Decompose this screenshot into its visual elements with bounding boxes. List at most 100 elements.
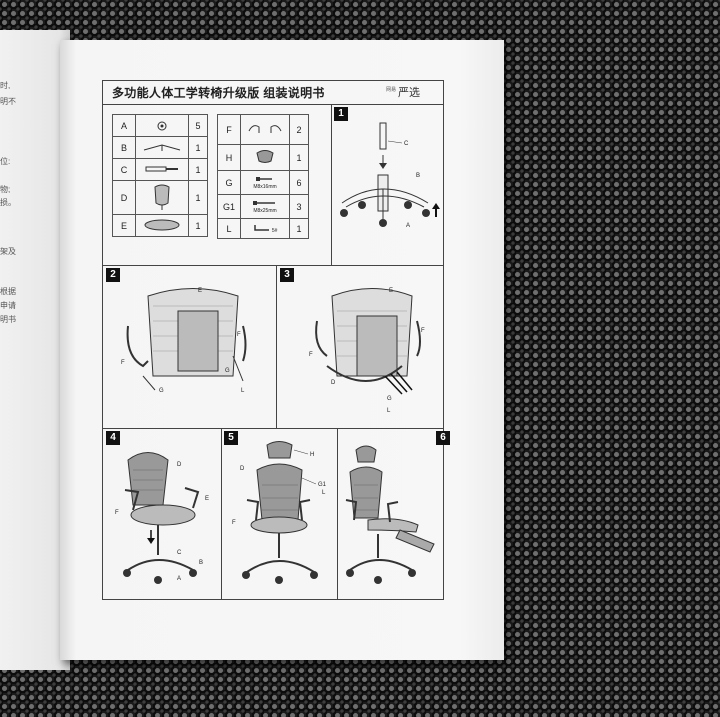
left-page-text: 损。: [0, 198, 16, 207]
divider: [102, 265, 444, 266]
part-qty: 1: [188, 214, 208, 237]
left-page-text: 物;: [0, 185, 11, 194]
label-a: A: [406, 223, 410, 229]
label-e: E: [205, 496, 209, 502]
backrest-icon: [154, 184, 170, 210]
part-bolt-long: M8x25mm: [240, 194, 290, 219]
step-badge-2: 2: [106, 268, 120, 282]
label-l: L: [241, 388, 245, 394]
divider: [276, 265, 277, 428]
part-qty: 5: [188, 114, 208, 137]
part-bolt-short: M8x16mm: [240, 170, 290, 195]
part-code: G1: [217, 194, 241, 219]
left-page-text: 明书: [0, 315, 16, 324]
chair-base-icon: [143, 143, 181, 151]
caster-icon: [157, 121, 167, 130]
part-allen-key: 5#: [240, 218, 290, 239]
part-code: H: [217, 144, 241, 171]
allen-key-icon: [253, 224, 269, 231]
divider: [102, 428, 444, 429]
part-code: D: [112, 180, 136, 215]
bolt-icon: [253, 200, 275, 205]
step5-illustration: H D G1 L F: [232, 441, 327, 584]
step4-illustration: D E F C B A: [115, 452, 209, 584]
part-code: L: [217, 218, 241, 239]
table-row: L 5# 1: [217, 218, 309, 239]
step3-illustration: E F F D G L: [309, 288, 425, 414]
part-code: B: [112, 136, 136, 159]
left-page-text: 申请: [0, 301, 16, 310]
step6-illustration: [345, 445, 435, 584]
label-l: L: [322, 490, 326, 496]
bolt-spec: M8x25mm: [253, 207, 277, 214]
left-page: 时, 明不 位: 物; 损。 架及 根据 申请 明书: [0, 30, 70, 670]
left-page-text: 架及: [0, 247, 16, 256]
part-qty: 1: [289, 218, 309, 239]
part-code: C: [112, 158, 136, 181]
bolt-icon: [256, 176, 272, 181]
label-e: E: [198, 288, 202, 294]
label-d: D: [177, 462, 182, 468]
part-qty: 6: [289, 170, 309, 195]
divider: [221, 428, 222, 600]
step-badge-5: 5: [224, 431, 238, 445]
part-caster: [135, 114, 189, 137]
label-b: B: [416, 173, 420, 179]
label-f: F: [237, 332, 241, 338]
bolt-spec: M8x16mm: [253, 183, 277, 190]
step-badge-1: 1: [334, 107, 348, 121]
part-backrest: [135, 180, 189, 215]
divider: [337, 428, 338, 600]
part-code: A: [112, 114, 136, 137]
part-qty: 2: [289, 114, 309, 145]
part-seat: [135, 214, 189, 237]
manual-frame: [102, 80, 444, 600]
label-e: E: [389, 288, 393, 294]
armrest-icon: [248, 124, 282, 133]
left-page-text: 明不: [0, 97, 16, 106]
divider: [102, 104, 444, 105]
brand-subtitle: 网易: [386, 87, 397, 93]
label-f: F: [121, 360, 125, 366]
step-badge-3: 3: [280, 268, 294, 282]
step1-illustration: C B A: [340, 122, 440, 229]
left-page-text: 位:: [0, 157, 11, 166]
divider: [331, 104, 332, 265]
label-d: D: [331, 380, 336, 386]
part-code: E: [112, 214, 136, 237]
label-f: F: [421, 328, 425, 334]
label-a: A: [177, 576, 181, 582]
part-gas-lift: [135, 158, 189, 181]
key-spec: 5#: [271, 227, 278, 234]
left-page-text: 根据: [0, 287, 16, 296]
manual-title: 多功能人体工学转椅升级版 组装说明书: [112, 86, 325, 100]
part-headrest: [240, 144, 290, 171]
label-g: G: [159, 388, 164, 394]
gas-lift-icon: [145, 166, 178, 171]
step-badge-4: 4: [106, 431, 120, 445]
part-code: F: [217, 114, 241, 145]
part-qty: 1: [289, 144, 309, 171]
label-c: C: [177, 550, 182, 556]
label-g: G: [225, 368, 230, 374]
label-d: D: [240, 466, 245, 472]
label-l: L: [387, 408, 391, 414]
part-qty: 1: [188, 180, 208, 215]
label-f: F: [115, 510, 119, 516]
left-page-text: 时,: [0, 81, 11, 90]
part-qty: 1: [188, 158, 208, 181]
part-qty: 1: [188, 136, 208, 159]
label-g1: G1: [318, 482, 327, 488]
part-armrest: [240, 114, 290, 145]
step-badge-6: 6: [436, 431, 450, 445]
label-f: F: [309, 352, 313, 358]
